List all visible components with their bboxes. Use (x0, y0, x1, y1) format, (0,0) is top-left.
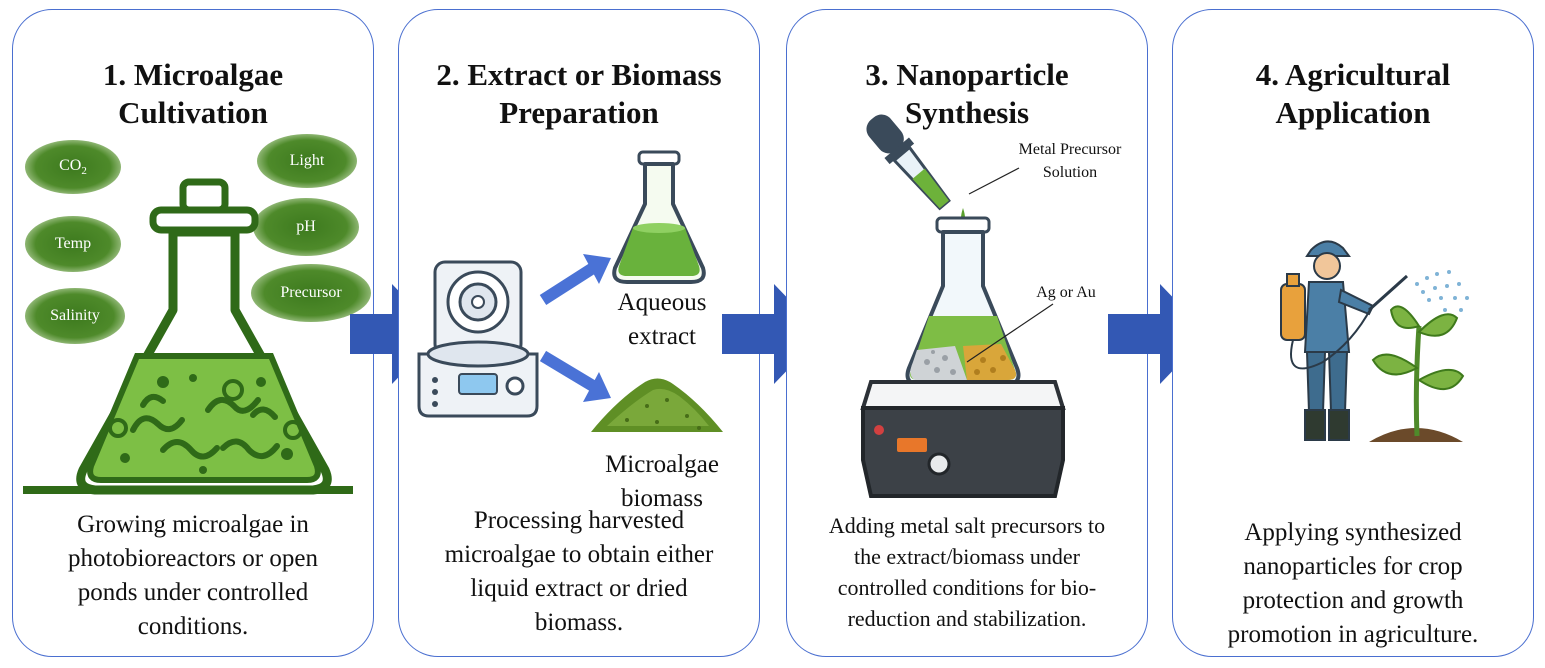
step-4-title-line1: 4. Agricultural (1255, 57, 1451, 92)
biomass-label: Microalgae biomass (567, 448, 757, 516)
step-1-desc-line: photobioreactors or open (68, 545, 318, 572)
step-3-panel: 3. Nanoparticle Synthesis Metal Precurso… (786, 9, 1148, 657)
plant-seedling-icon (1369, 305, 1465, 442)
particle-label-text: Ag or Au (1036, 284, 1096, 301)
biomass-powder-icon (591, 378, 723, 432)
step-1-title-line1: 1. Microalgae (102, 57, 284, 92)
step-4-desc-line: Applying synthesized (1244, 519, 1462, 546)
step-1-panel: 1. Microalgae Cultivation CO2 Light Temp… (12, 9, 374, 657)
step-3-title-line2: Synthesis (904, 95, 1030, 130)
step-2-desc-line: Processing harvested (473, 507, 685, 534)
factor-salinity-label: Salinity (50, 307, 100, 324)
step-2-panel: 2. Extract or Biomass Preparation Aqueou… (398, 9, 760, 657)
cultivation-flask-icon (23, 178, 353, 495)
step-2-desc-line: biomass. (534, 609, 624, 636)
step-4-desc-line: nanoparticles for crop (1243, 553, 1463, 580)
centrifuge-icon (417, 260, 539, 418)
step-2-desc-line: microalgae to obtain either (444, 541, 714, 568)
factor-precursor-label: Precursor (280, 284, 342, 301)
step-1-desc-line: ponds under controlled (77, 579, 309, 606)
metal-precursor-label: Metal Precursor Solution (995, 138, 1145, 184)
step-3-desc-line: reduction and stabilization. (847, 606, 1087, 631)
precursor-label-line1: Metal Precursor (1018, 141, 1122, 158)
factor-light: Light (257, 134, 357, 188)
biomass-label-line2: biomass (621, 485, 703, 512)
step-1-description: Growing microalgae in photobioreactors o… (23, 508, 363, 644)
step-1-desc-line: conditions. (137, 613, 249, 640)
step-3-title-line1: 3. Nanoparticle (865, 57, 1069, 92)
flow-arrow-1 (350, 284, 440, 384)
aqueous-label-line1: Aqueous (617, 289, 707, 316)
step-1-title-line2: Cultivation (118, 95, 268, 130)
step-3-desc-line: controlled conditions for bio- (837, 575, 1097, 600)
step-4-panel: 4. Agricultural Application (1172, 9, 1534, 657)
factor-light-label: Light (289, 152, 325, 169)
synthesis-setup-icon (860, 114, 1066, 498)
split-arrow-down-icon (539, 350, 611, 402)
step-3-description: Adding metal salt precursors to the extr… (791, 510, 1143, 634)
factor-co2: CO2 (25, 140, 121, 194)
factor-ph: pH (253, 198, 359, 256)
step-4-title: 4. Agricultural Application (1173, 56, 1533, 132)
particle-label: Ag or Au (1011, 282, 1121, 304)
spray-mist-icon (1415, 270, 1469, 312)
step-1-desc-line: Growing microalgae in (77, 511, 309, 538)
step-4-desc-line: protection and growth (1242, 587, 1464, 614)
aqueous-label-line2: extract (627, 323, 696, 350)
step-3-title: 3. Nanoparticle Synthesis (787, 56, 1147, 132)
step-2-title-line2: Preparation (499, 95, 659, 130)
factor-co2-label: CO2 (59, 156, 87, 178)
precursor-label-line2: Solution (1042, 164, 1098, 181)
biomass-label-line1: Microalgae (605, 451, 719, 478)
farmer-sprayer-icon (1280, 240, 1409, 441)
factor-temp: Temp (25, 216, 121, 272)
split-arrow-up-icon (539, 254, 611, 306)
step-1-title: 1. Microalgae Cultivation (13, 56, 373, 132)
step-4-desc-line: promotion in agriculture. (1227, 621, 1479, 648)
step-3-desc-line: Adding metal salt precursors to (828, 513, 1106, 538)
step-2-title-line1: 2. Extract or Biomass (436, 57, 722, 92)
aqueous-extract-flask-icon (612, 150, 706, 284)
factor-ph-label: pH (296, 218, 316, 235)
step-4-title-line2: Application (1275, 95, 1431, 130)
step-2-description: Processing harvested microalgae to obtai… (403, 504, 755, 640)
aqueous-extract-label: Aqueous extract (587, 286, 737, 354)
step-3-desc-line: the extract/biomass under (853, 544, 1081, 569)
step-4-description: Applying synthesized nanoparticles for c… (1179, 516, 1527, 652)
step-2-title: 2. Extract or Biomass Preparation (399, 56, 759, 132)
step-2-desc-line: liquid extract or dried (470, 575, 688, 602)
factor-precursor: Precursor (251, 264, 371, 322)
factor-temp-label: Temp (54, 235, 92, 252)
factor-salinity: Salinity (25, 288, 125, 344)
